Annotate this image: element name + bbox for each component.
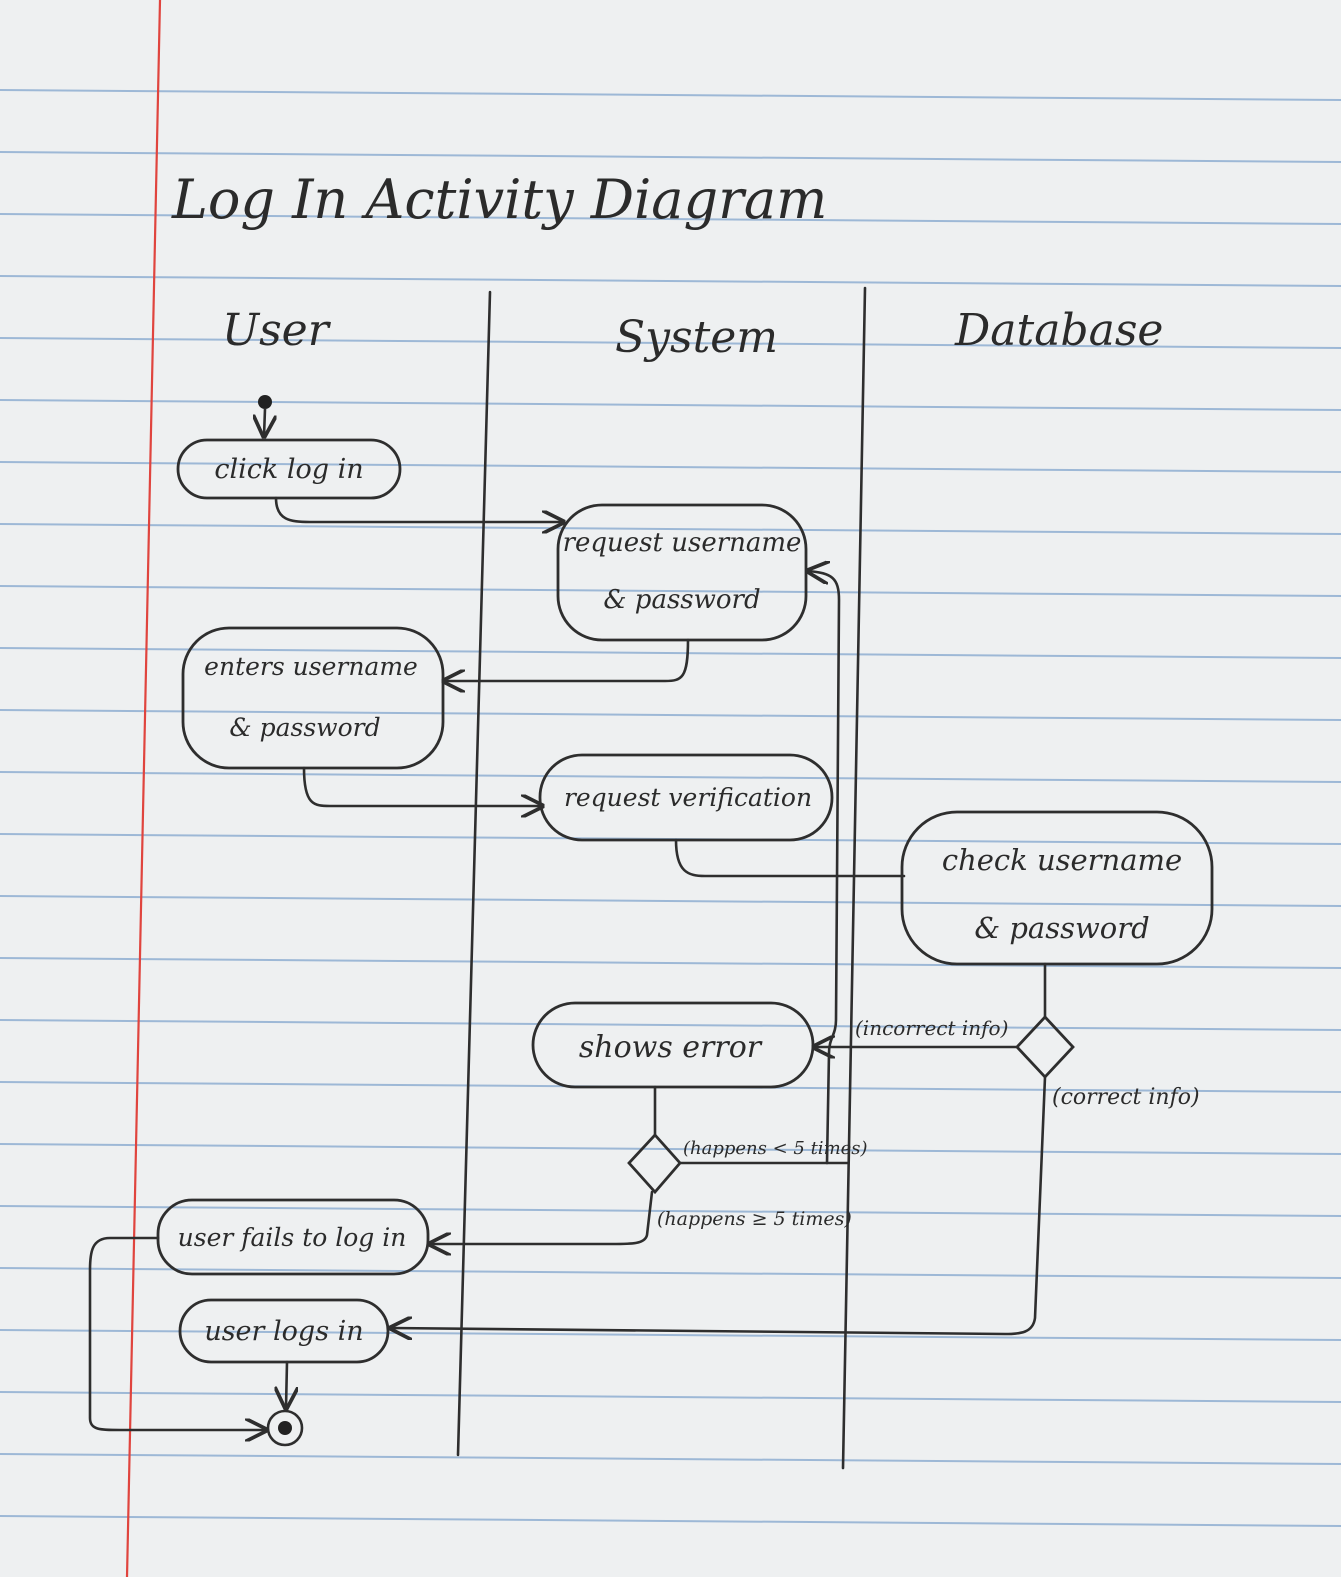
- ruled-line: [0, 399, 1341, 411]
- action-enters-credentials-line1: enters username: [204, 652, 418, 681]
- end-node-core: [278, 1421, 292, 1435]
- ruled-line: [0, 1143, 1341, 1155]
- flow-click-to-request: [274, 496, 563, 522]
- ruled-line: [0, 523, 1341, 535]
- action-user-logs-in: [178, 1298, 390, 1364]
- ruled-line: [0, 1019, 1341, 1031]
- ruled-line: [0, 1267, 1341, 1279]
- ruled-line: [0, 771, 1341, 783]
- action-request-verification-label: request verification: [564, 783, 812, 812]
- ruled-line: [0, 151, 1341, 163]
- ruled-line: [0, 647, 1341, 659]
- guard-happens-lt5: (happens < 5 times): [683, 1138, 868, 1159]
- action-shows-error-label: shows error: [579, 1030, 763, 1065]
- ruled-line: [0, 461, 1341, 473]
- action-click-log-in-label: click log in: [214, 454, 363, 485]
- start-node: [258, 395, 272, 409]
- flow-request-to-enters: [444, 638, 690, 681]
- guard-correct-info: (correct info): [1052, 1085, 1200, 1110]
- decision-credentials-check: [1015, 1014, 1075, 1080]
- action-click-log-in: [176, 438, 402, 500]
- lane-header-system: System: [615, 312, 778, 363]
- action-user-fails-label: user fails to log in: [178, 1223, 407, 1252]
- action-enters-credentials: [181, 626, 445, 770]
- ruled-line: [0, 895, 1341, 907]
- ruled-line: [0, 275, 1341, 287]
- action-request-credentials: [556, 503, 808, 642]
- action-request-credentials-line2: & password: [603, 585, 760, 615]
- flow-start-to-click: [264, 407, 265, 436]
- lane-header-user: User: [222, 305, 332, 356]
- diagram-title: Log In Activity Diagram: [171, 168, 827, 231]
- ruled-line: [0, 1515, 1341, 1527]
- lane-header-database: Database: [954, 305, 1163, 356]
- action-check-credentials-line2: & password: [974, 911, 1149, 945]
- action-check-credentials: [900, 810, 1214, 966]
- flow-fails-to-end: [88, 1236, 266, 1430]
- ruled-line: [0, 337, 1341, 349]
- flow-ge5-to-fails: [430, 1190, 654, 1244]
- flow-logs-in-to-end: [286, 1360, 287, 1408]
- decision-attempt-count: [627, 1132, 682, 1195]
- margin-line: [125, 0, 162, 1577]
- flow-retry-to-request: [808, 571, 841, 1165]
- flow-correct-to-logs-in: [391, 1075, 1047, 1334]
- ruled-line: [0, 1391, 1341, 1403]
- flow-verification-to-check: [674, 838, 906, 878]
- guard-incorrect-info: (incorrect info): [855, 1016, 1008, 1040]
- ruled-line: [0, 213, 1341, 225]
- action-request-credentials-line1: request username: [563, 528, 802, 558]
- ruled-line: [0, 709, 1341, 721]
- ruled-line: [0, 1329, 1341, 1341]
- ruled-line: [0, 1205, 1341, 1217]
- lane-divider-user-system: [456, 290, 492, 1457]
- lane-divider-system-database: [841, 286, 867, 1470]
- ruled-line: [0, 957, 1341, 969]
- ruled-line: [0, 1453, 1341, 1465]
- flow-enters-to-verification: [302, 766, 542, 806]
- action-enters-credentials-line2: & password: [229, 713, 380, 742]
- action-user-logs-in-label: user logs in: [204, 1316, 363, 1347]
- action-check-credentials-line1: check username: [942, 843, 1182, 877]
- guard-happens-ge5: (happens ≥ 5 times): [657, 1208, 852, 1230]
- ruled-line: [0, 89, 1341, 101]
- ruled-line: [0, 585, 1341, 597]
